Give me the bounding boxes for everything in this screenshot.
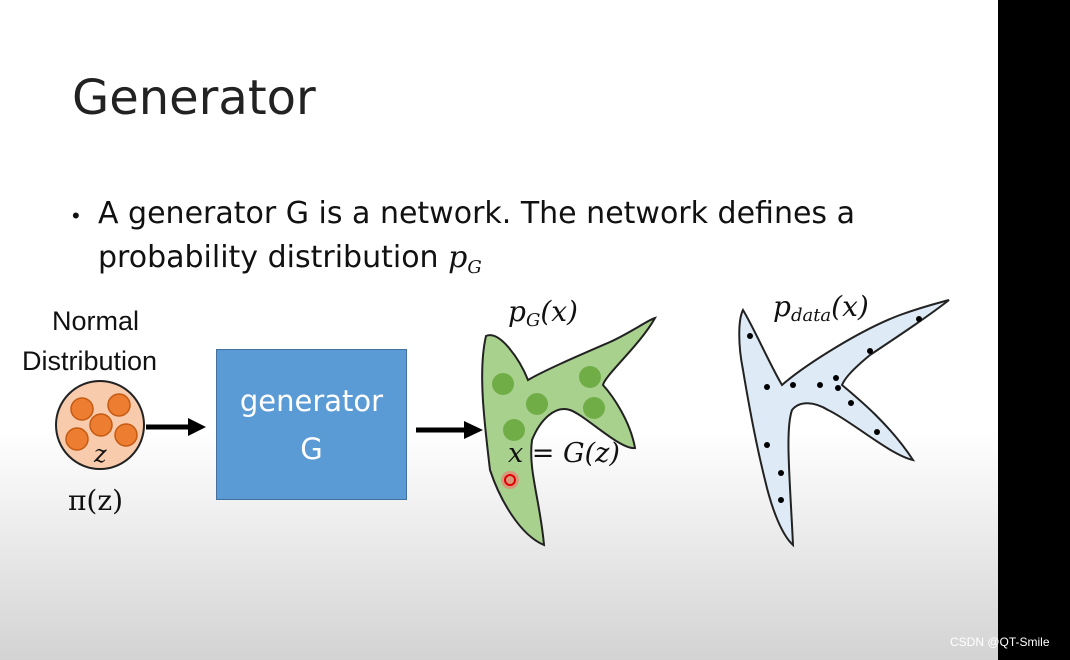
pdata-sample-dot xyxy=(778,497,784,503)
pdata-sample-dot xyxy=(764,442,770,448)
input-distribution-circle: z xyxy=(55,380,145,470)
pdata-label: pdata(x) xyxy=(773,290,869,326)
pdata-sample-dot xyxy=(835,385,841,391)
pdata-sample-dot xyxy=(790,382,796,388)
pg-distribution-shape xyxy=(481,316,658,547)
generator-label-line2: G xyxy=(300,432,323,466)
pdata-sample-dot xyxy=(817,382,823,388)
input-sample-dot xyxy=(114,423,138,447)
video-side-bar xyxy=(998,0,1070,660)
arrow-generator-to-pg xyxy=(416,421,483,439)
generator-label-line1: generator xyxy=(239,384,384,418)
slide-title: Generator xyxy=(72,70,316,126)
input-sample-dot xyxy=(107,393,131,417)
input-label-distribution: Distribution xyxy=(22,346,158,376)
pg-label: pG(x) xyxy=(508,295,578,331)
pdata-sample-dot xyxy=(747,333,753,339)
bullet-text-line2-prefix: probability distribution xyxy=(98,240,449,275)
pdata-sample-dot xyxy=(916,316,922,322)
pg-sample-dot xyxy=(583,397,605,419)
bullet-text-line1: A generator G is a network. The network … xyxy=(98,196,855,231)
pdata-sample-dot xyxy=(874,429,880,435)
bullet-text-line2: probability distribution pG xyxy=(98,240,482,278)
input-sample-dot xyxy=(65,427,89,451)
input-label-normal: Normal xyxy=(52,306,140,336)
pg-sample-dot xyxy=(503,419,525,441)
input-sample-dot xyxy=(70,397,94,421)
pointer-cursor xyxy=(501,471,519,489)
pg-sample-dot xyxy=(492,373,514,395)
diagram-canvas: z pG(x) x = G(z) xyxy=(55,290,950,548)
pg-inline-sub: G xyxy=(467,257,482,278)
generator-box: generator G xyxy=(216,349,407,500)
pg-sample-dot xyxy=(579,366,601,388)
input-dist-label: π(z) xyxy=(68,484,124,517)
input-variable-z: z xyxy=(93,440,107,468)
pdata-sample-dot xyxy=(867,348,873,354)
pdata-sample-dot xyxy=(764,384,770,390)
slide: Generator • A generator G is a network. … xyxy=(0,0,998,660)
input-sample-dot xyxy=(89,413,113,437)
pg-inline-symbol: pG xyxy=(448,240,482,278)
arrow-input-to-generator xyxy=(146,418,206,436)
pg-inline-base: p xyxy=(448,240,468,275)
watermark: CSDN @QT-Smile xyxy=(950,635,1050,649)
pdata-sample-dot xyxy=(848,400,854,406)
pdata-distribution-shape xyxy=(738,299,950,548)
pdata-sample-dot xyxy=(778,470,784,476)
pdata-sample-dot xyxy=(833,375,839,381)
pg-sample-dot xyxy=(526,393,548,415)
bullet-point-marker: • xyxy=(72,203,80,228)
mapping-label: x = G(z) xyxy=(508,438,620,469)
